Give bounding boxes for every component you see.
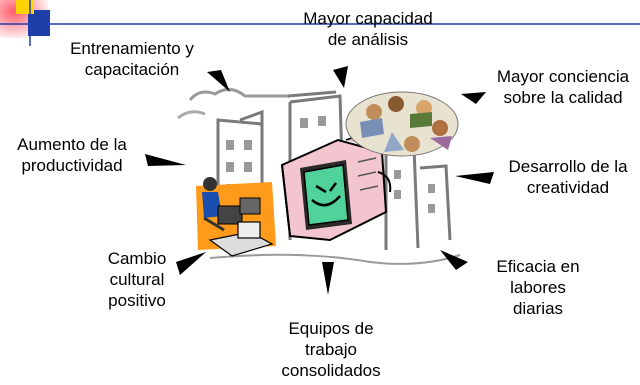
- arrow-right: [455, 172, 494, 184]
- arrow-bottom: [322, 262, 334, 295]
- arrow-bottom-right: [440, 250, 468, 270]
- arrow-bottom-left: [176, 252, 206, 275]
- arrow-left: [145, 154, 186, 166]
- arrow-top-right: [461, 92, 486, 104]
- label-productivity: Aumento de la productividad: [17, 135, 127, 175]
- label-analysis-capacity: Mayor capacidad de análisis: [303, 9, 433, 49]
- label-quality-awareness: Mayor conciencia sobre la calidad: [496, 67, 630, 107]
- label-teams: Equipos de trabajo consolidados: [281, 319, 381, 380]
- arrow-top: [333, 66, 348, 88]
- label-cultural-change: Cambio cultural positivo: [107, 249, 167, 310]
- label-training: Entrenamiento y capacitación: [70, 39, 194, 79]
- arrow-top-left: [207, 70, 230, 92]
- label-efficiency: Eficacia en labores diarias: [496, 257, 580, 318]
- label-creativity: Desarrollo de la creatividad: [508, 157, 628, 197]
